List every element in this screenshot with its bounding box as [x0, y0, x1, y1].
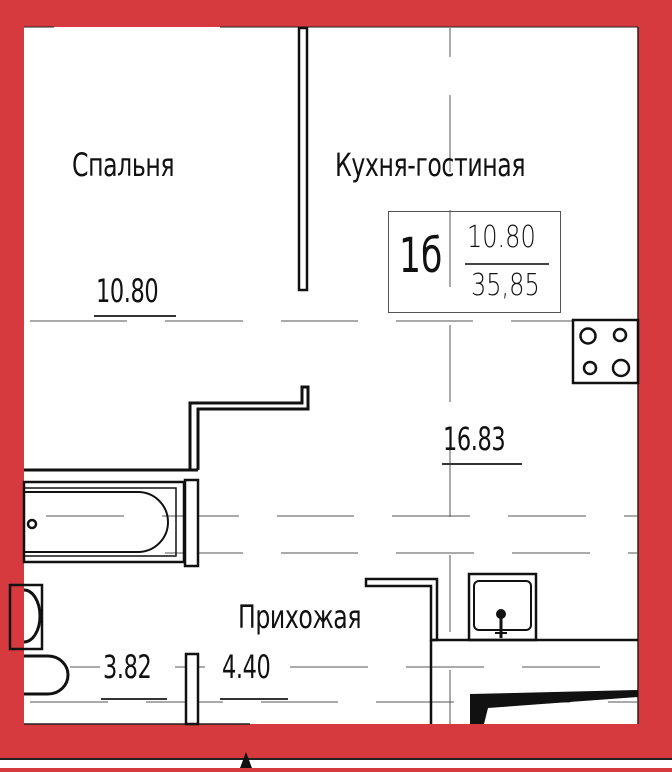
- area-underline: [101, 698, 167, 700]
- apartment-number: 1б: [399, 228, 443, 284]
- toilet-fixture: [24, 654, 70, 696]
- room-area-kitchen-living: 16.83: [443, 420, 506, 458]
- stove-fixture: [571, 318, 640, 385]
- apartment-total-area: 35,85: [471, 268, 540, 303]
- area-underline: [94, 315, 176, 317]
- room-area-hallway: 4.40: [222, 648, 271, 686]
- grid-lines: [30, 28, 638, 724]
- kitchen-sink-fixture: [467, 572, 538, 642]
- room-name-bedroom: Спальня: [72, 146, 175, 184]
- washbasin-fixture: [8, 583, 44, 651]
- balcony-door-fixture: [470, 690, 638, 724]
- room-name-kitchen-living: Кухня-гостиная: [335, 146, 526, 184]
- apartment-info-box: 1б 10.80 35,85: [388, 211, 561, 313]
- bathtub-fixture: [22, 480, 186, 564]
- room-name-hallway: Прихожая: [238, 598, 362, 636]
- area-underline: [442, 463, 522, 465]
- fraction-line: [465, 263, 549, 265]
- area-underline: [220, 698, 288, 700]
- room-area-bedroom: 10.80: [96, 272, 159, 310]
- room-area-bathroom: 3.82: [103, 648, 152, 686]
- apartment-living-area: 10.80: [467, 220, 536, 255]
